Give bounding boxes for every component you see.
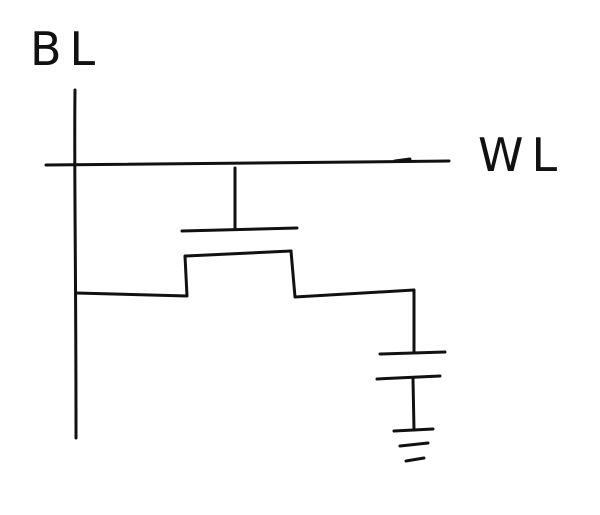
transistor-channel — [184, 249, 293, 258]
transistor-gate-plate — [180, 226, 299, 233]
wordline-wire — [44, 159, 451, 167]
wordline-arrow-tick — [393, 157, 412, 163]
capacitor-bottom-plate — [375, 374, 442, 381]
bitline-label: BL — [30, 22, 104, 76]
wordline-label: WL — [478, 128, 566, 182]
capacitor-top-plate — [378, 350, 447, 356]
capacitor-bottom-lead — [411, 377, 416, 432]
access-transistor-path — [74, 249, 416, 299]
bitline-wire — [73, 88, 78, 440]
ground-icon — [392, 427, 435, 463]
